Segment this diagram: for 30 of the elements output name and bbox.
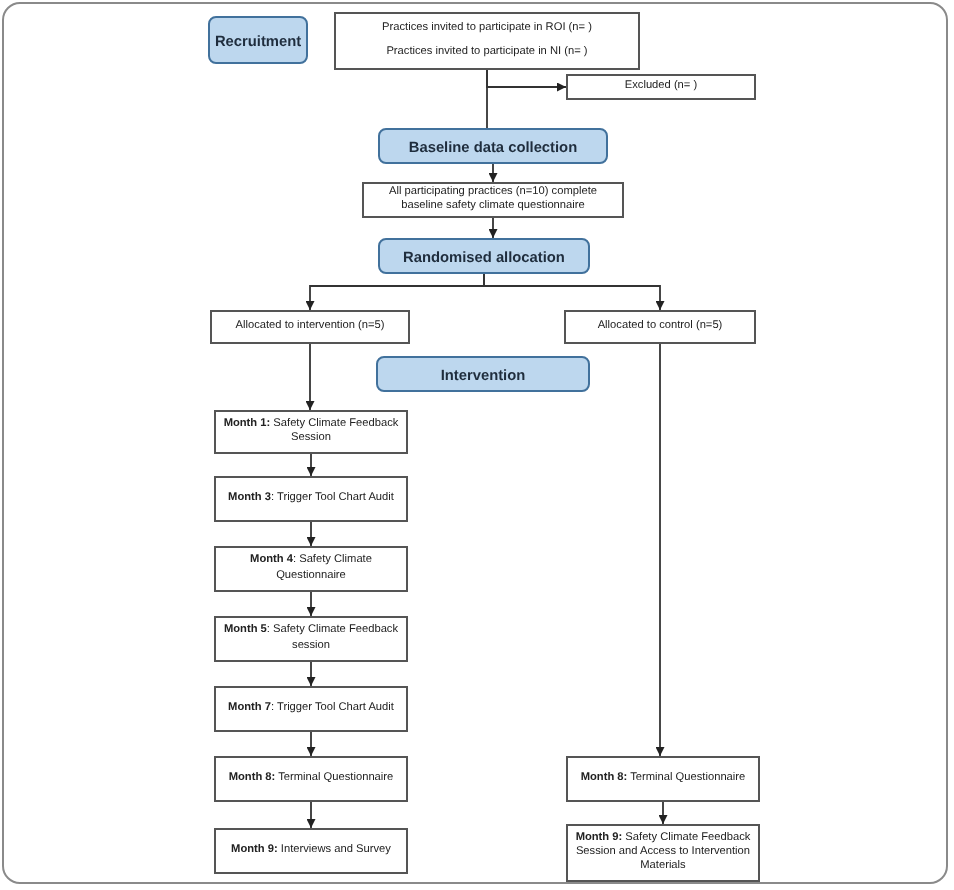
arrow — [306, 661, 316, 687]
process-box — [334, 12, 640, 70]
process-box — [214, 686, 408, 732]
process-box — [566, 74, 756, 100]
arrow — [655, 343, 665, 757]
arrow — [306, 731, 316, 757]
process-box — [214, 756, 408, 802]
process-box — [564, 310, 756, 344]
arrow — [488, 163, 498, 183]
arrow — [658, 801, 668, 825]
stage-header — [376, 356, 590, 392]
arrow — [306, 801, 316, 829]
arrow — [305, 343, 315, 411]
arrow — [488, 217, 498, 239]
stage-header — [208, 16, 308, 64]
arrow — [306, 591, 316, 617]
arrow — [306, 453, 316, 477]
process-box — [214, 476, 408, 522]
process-box — [210, 310, 410, 344]
process-box — [214, 616, 408, 662]
arrow — [483, 273, 665, 311]
process-box — [362, 182, 624, 218]
process-box — [214, 546, 408, 592]
process-box — [566, 824, 760, 882]
stage-header — [378, 128, 608, 164]
process-box — [214, 828, 408, 874]
arrow — [306, 521, 316, 547]
stage-header — [378, 238, 590, 274]
process-box — [214, 410, 408, 454]
process-box — [566, 756, 760, 802]
